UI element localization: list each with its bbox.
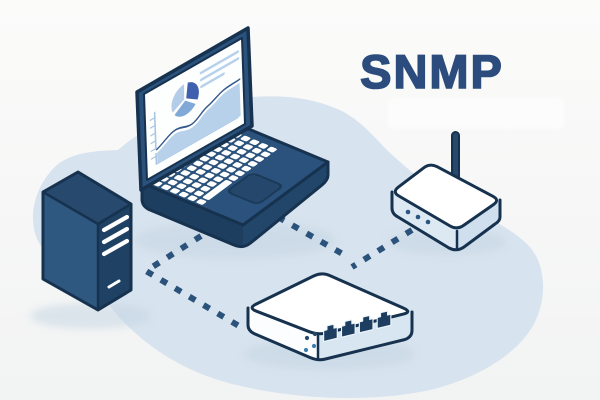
router-top: [393, 163, 499, 230]
connection-laptop-switch: [276, 214, 350, 260]
server-power-slot: [107, 279, 121, 289]
page-title: SNMP: [360, 45, 504, 98]
laptop-icon: [135, 26, 330, 249]
laptop-trackpad: [227, 173, 282, 204]
ethernet-port: [340, 319, 356, 338]
ethernet-port: [323, 323, 338, 343]
wireless-router-icon: [390, 131, 502, 252]
switch-leds: [303, 331, 318, 353]
server-vent-slats: [101, 214, 130, 257]
screen-content: [149, 50, 242, 165]
screen-text-lines: [199, 50, 240, 89]
connection-router-switch: [350, 227, 414, 270]
ethernet-port: [358, 314, 374, 334]
antenna: [451, 131, 460, 181]
connection-laptop-server-switch: [143, 233, 241, 329]
ethernet-port: [376, 310, 392, 330]
pie-chart-icon: [169, 80, 201, 119]
router-leds: [405, 209, 431, 225]
line-chart-icon: [154, 78, 242, 164]
network-switch-icon: [246, 272, 414, 362]
server-tower-icon: [41, 170, 133, 312]
title-highlight-band: [388, 98, 564, 128]
switch-ports: [323, 310, 392, 343]
